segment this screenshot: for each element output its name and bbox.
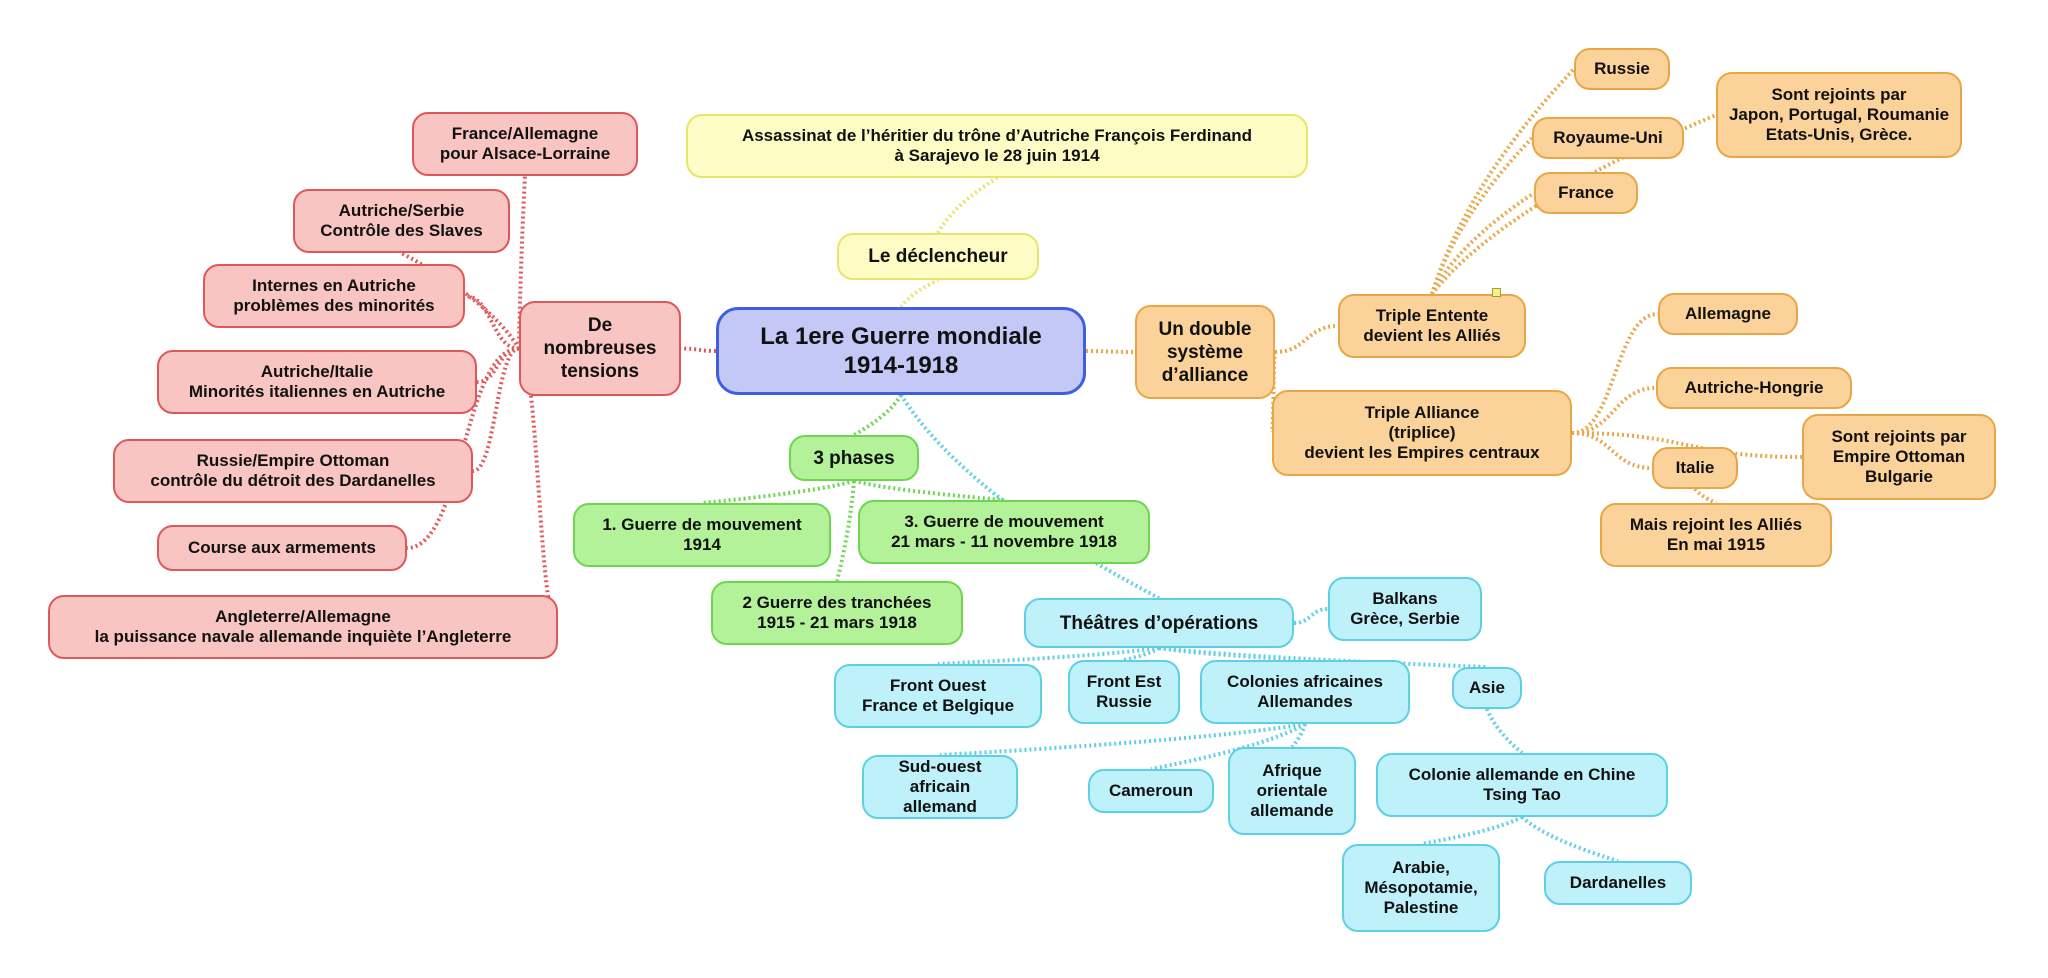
connector-tension-item xyxy=(476,346,520,384)
theatre-cameroun[interactable]: Cameroun xyxy=(1088,769,1214,813)
connector-tension-item xyxy=(464,294,520,351)
entente-member-royaume-uni[interactable]: Royaume-Uni xyxy=(1532,117,1684,159)
theatre-dardanelles[interactable]: Dardanelles xyxy=(1544,861,1692,905)
connector-colonies-sub xyxy=(939,722,1306,757)
connector-center-theatres xyxy=(899,393,1160,600)
connector-tension-item xyxy=(472,346,520,473)
trigger-node[interactable]: Le déclencheur xyxy=(837,233,1039,280)
tension-item[interactable]: Autriche/Serbie Contrôle des Slaves xyxy=(293,189,510,253)
connector-colonies-sub xyxy=(1150,722,1307,771)
connector-theatre xyxy=(937,646,1160,666)
connector-center-alliances xyxy=(1085,349,1136,354)
theatre-front-ouest[interactable]: Front Ouest France et Belgique xyxy=(834,664,1042,728)
tension-item[interactable]: France/Allemagne pour Alsace-Lorraine xyxy=(412,112,638,176)
connector-theatre xyxy=(1293,607,1329,625)
tension-item[interactable]: Angleterre/Allemagne la puissance navale… xyxy=(48,595,558,659)
phase-1[interactable]: 1. Guerre de mouvement 1914 xyxy=(573,503,831,567)
phase-2[interactable]: 2 Guerre des tranchées 1915 - 21 mars 19… xyxy=(711,581,963,645)
theatres-node[interactable]: Théâtres d’opérations xyxy=(1024,598,1294,648)
tension-item[interactable]: Russie/Empire Ottoman contrôle du détroi… xyxy=(113,439,473,503)
connector-center-tensions xyxy=(680,346,717,353)
theatre-arabie[interactable]: Arabie, Mésopotamie, Palestine xyxy=(1342,844,1500,932)
phase-3[interactable]: 3. Guerre de mouvement 21 mars - 11 nove… xyxy=(858,500,1150,564)
connector-phase xyxy=(835,480,856,582)
triple-alliance-node[interactable]: Triple Alliance (triplice) devient les E… xyxy=(1272,390,1572,476)
connector-center-trigger xyxy=(899,278,939,309)
tensions-node[interactable]: De nombreuses tensions xyxy=(519,301,681,396)
connector-phase xyxy=(853,479,1005,502)
connector-alliance-member xyxy=(1571,312,1659,435)
entente-member-russie[interactable]: Russie xyxy=(1574,48,1670,90)
connector-center-phases xyxy=(853,393,903,437)
selection-handle[interactable] xyxy=(1492,288,1501,297)
italie-note[interactable]: Mais rejoint les Alliés En mai 1915 xyxy=(1600,503,1832,567)
central-topic[interactable]: La 1ere Guerre mondiale 1914-1918 xyxy=(716,307,1086,395)
phases-node[interactable]: 3 phases xyxy=(789,435,919,481)
connector-chine-sub xyxy=(1420,815,1523,846)
theatre-sud-ouest-africain[interactable]: Sud-ouest africain allemand xyxy=(862,755,1018,819)
tension-item[interactable]: Course aux armements xyxy=(157,525,407,571)
connector-entente-member xyxy=(1430,136,1534,295)
alliance-member-italie[interactable]: Italie xyxy=(1652,447,1738,489)
theatre-asie[interactable]: Asie xyxy=(1452,667,1522,709)
connector-theatre xyxy=(1158,646,1306,662)
theatre-balkans[interactable]: Balkans Grèce, Serbie xyxy=(1328,577,1482,641)
theatre-front-est[interactable]: Front Est Russie xyxy=(1068,660,1180,724)
alliance-member-allemagne[interactable]: Allemagne xyxy=(1658,293,1798,335)
connector-alliance-entente xyxy=(1274,324,1339,354)
tension-item[interactable]: Internes en Autriche problèmes des minor… xyxy=(203,264,465,328)
connector-trigger-event xyxy=(936,176,999,234)
connector-alliance-joined xyxy=(1571,431,1803,459)
connector-phase xyxy=(701,479,855,505)
theatre-colonies-africaines[interactable]: Colonies africaines Allemandes xyxy=(1200,660,1410,724)
theatre-afrique-orientale[interactable]: Afrique orientale allemande xyxy=(1228,747,1356,835)
alliance-joined-by[interactable]: Sont rejoints par Empire Ottoman Bulgari… xyxy=(1802,414,1996,500)
connector-italie-note xyxy=(1693,487,1717,505)
theatre-chine[interactable]: Colonie allemande en Chine Tsing Tao xyxy=(1376,753,1668,817)
triple-entente-node[interactable]: Triple Entente devient les Alliés xyxy=(1338,294,1526,358)
alliance-system-node[interactable]: Un double système d’alliance xyxy=(1135,305,1275,399)
connector-theatre xyxy=(1158,646,1488,669)
entente-member-france[interactable]: France xyxy=(1534,172,1638,214)
trigger-event[interactable]: Assassinat de l’héritier du trône d’Autr… xyxy=(686,114,1308,178)
connector-alliance-member xyxy=(1571,386,1657,435)
connector-alliance-member xyxy=(1571,431,1653,470)
connector-chine-sub xyxy=(1520,815,1619,863)
alliance-member-autriche-hongrie[interactable]: Autriche-Hongrie xyxy=(1656,367,1852,409)
connector-alliance-triple xyxy=(1270,350,1277,435)
entente-joined-by[interactable]: Sont rejoints par Japon, Portugal, Rouma… xyxy=(1716,72,1962,158)
connector-asie-sub xyxy=(1485,708,1524,755)
tension-item[interactable]: Autriche/Italie Minorités italiennes en … xyxy=(157,350,477,414)
